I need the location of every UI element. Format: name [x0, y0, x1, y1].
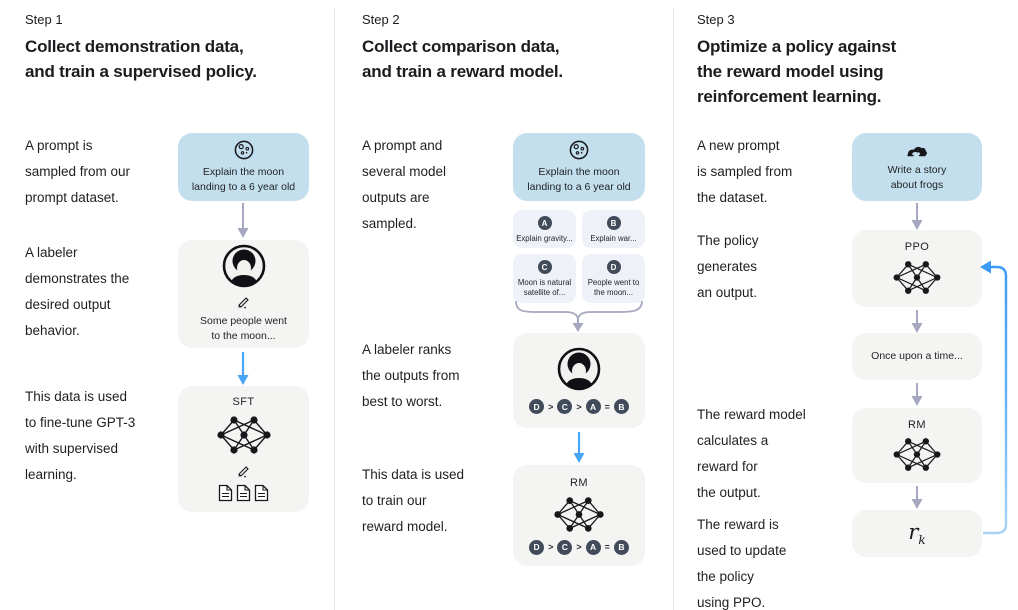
- reward-symbol: rk: [908, 519, 926, 548]
- rank-badge: B: [613, 399, 629, 414]
- step-2-prompt-box: Explain the moon landing to a 6 year old: [513, 133, 645, 201]
- step-2-rm-box: RM D > C > A = B: [513, 465, 645, 566]
- rank-separator: >: [576, 542, 582, 552]
- step-3-ppo-box: PPO: [852, 230, 982, 307]
- rank-badge: D: [529, 399, 545, 414]
- output-text: Explain war...: [590, 234, 637, 243]
- rank-badge: C: [557, 399, 573, 414]
- pencil-icon: [236, 293, 251, 309]
- step-3-caption-reward: The reward model calculates a reward for…: [697, 407, 806, 500]
- ppo-label: PPO: [904, 241, 930, 253]
- output-badge: B: [606, 216, 621, 230]
- documents-row: [218, 484, 269, 502]
- step-2-caption-ranks: A labeler ranks the outputs from best to…: [362, 342, 460, 409]
- step-1-caption-labeler: A labeler demonstrates the desired outpu…: [25, 245, 130, 338]
- column-divider: [673, 8, 674, 610]
- document-icon: [254, 484, 269, 502]
- column-divider: [334, 8, 335, 610]
- rank-badge: B: [613, 539, 629, 555]
- step-3-label: Step 3: [697, 12, 735, 27]
- step-1-labeler-box: Some people went to the moon...: [178, 240, 309, 348]
- flow-arrow: [237, 203, 249, 238]
- rm-label: RM: [570, 476, 588, 489]
- ranking-row: D > C > A = B: [529, 539, 629, 555]
- step-3-title: Optimize a policy against the reward mod…: [697, 37, 897, 106]
- step-3-caption-policy: The policy generates an output.: [697, 233, 759, 300]
- rm-label: RM: [908, 418, 926, 431]
- output-text: Moon is natural satellite of...: [517, 278, 572, 297]
- flow-arrow-blue: [237, 352, 249, 385]
- flow-arrow: [911, 203, 923, 230]
- ranking-row: D > C > A = B: [529, 399, 629, 414]
- rank-separator: >: [548, 542, 554, 552]
- output-card-d: D People went to the moon...: [582, 254, 645, 303]
- prompt-text: Explain the moon landing to a 6 year old: [527, 166, 631, 193]
- output-badge: C: [537, 260, 552, 274]
- output-text: Explain gravity...: [516, 234, 573, 243]
- rank-separator: >: [576, 401, 582, 412]
- output-card-b: B Explain war...: [582, 210, 645, 248]
- rank-separator: =: [604, 401, 610, 412]
- pencil-icon: [236, 462, 251, 478]
- feedback-arrow: [980, 260, 1008, 535]
- moon-icon: [568, 139, 590, 161]
- step-2-labeler-box: D > C > A = B: [513, 333, 645, 428]
- moon-icon: [233, 139, 255, 161]
- rank-badge: A: [585, 399, 601, 414]
- step-2-label: Step 2: [362, 12, 400, 27]
- output-text: People went to the moon...: [587, 278, 640, 297]
- step-3-reward-box: rk: [852, 510, 982, 557]
- step-1-title: Collect demonstration data, and train a …: [25, 37, 257, 81]
- step-3-caption-prompt: A new prompt is sampled from the dataset…: [697, 138, 793, 205]
- rank-separator: =: [604, 542, 610, 552]
- flow-arrow: [911, 310, 923, 333]
- rank-badge: D: [529, 539, 545, 555]
- step-1-caption-prompt: A prompt is sampled from our prompt data…: [25, 138, 131, 205]
- flow-arrow: [911, 486, 923, 509]
- output-badge: D: [606, 260, 621, 274]
- demonstration-text: Some people went to the moon...: [200, 315, 287, 342]
- prompt-text: Write a story about frogs: [887, 163, 947, 191]
- step-1-sft-box: SFT: [178, 386, 309, 512]
- neural-network-icon: [893, 436, 941, 473]
- output-card-c: C Moon is natural satellite of...: [513, 254, 576, 303]
- frog-icon: [905, 142, 929, 159]
- output-badge: A: [537, 216, 552, 230]
- step-2-title: Collect comparison data, and train a rew…: [362, 37, 563, 81]
- flow-arrow: [911, 383, 923, 406]
- document-icon: [218, 484, 233, 502]
- step-2-caption-sampled: A prompt and several model outputs are s…: [362, 138, 447, 231]
- rank-badge: A: [585, 539, 601, 555]
- step-3-caption-update: The reward is used to update the policy …: [697, 517, 787, 610]
- document-icon: [236, 484, 251, 502]
- neural-network-icon: [554, 495, 604, 534]
- prompt-text: Explain the moon landing to a 6 year old: [191, 166, 296, 193]
- neural-network-icon: [893, 259, 941, 296]
- step-3-output-box: Once upon a time...: [852, 333, 982, 380]
- rank-separator: >: [548, 401, 554, 412]
- merge-brace-arrow: [515, 300, 643, 332]
- neural-network-icon: [216, 414, 271, 456]
- person-avatar-icon: [222, 244, 266, 288]
- step-2-caption-train: This data is used to train our reward mo…: [362, 467, 465, 534]
- output-card-a: A Explain gravity...: [513, 210, 576, 248]
- sft-label: SFT: [232, 396, 255, 408]
- step-3-rm-box: RM: [852, 408, 982, 483]
- step-1-prompt-box: Explain the moon landing to a 6 year old: [178, 133, 309, 201]
- step-1-label: Step 1: [25, 12, 63, 27]
- policy-output-text: Once upon a time...: [871, 350, 963, 362]
- step-3-prompt-box: Write a story about frogs: [852, 133, 982, 201]
- step-1-caption-finetune: This data is used to fine-tune GPT-3 wit…: [25, 389, 136, 482]
- flow-arrow-blue: [573, 432, 585, 463]
- rank-badge: C: [557, 539, 573, 555]
- person-avatar-icon: [557, 347, 601, 391]
